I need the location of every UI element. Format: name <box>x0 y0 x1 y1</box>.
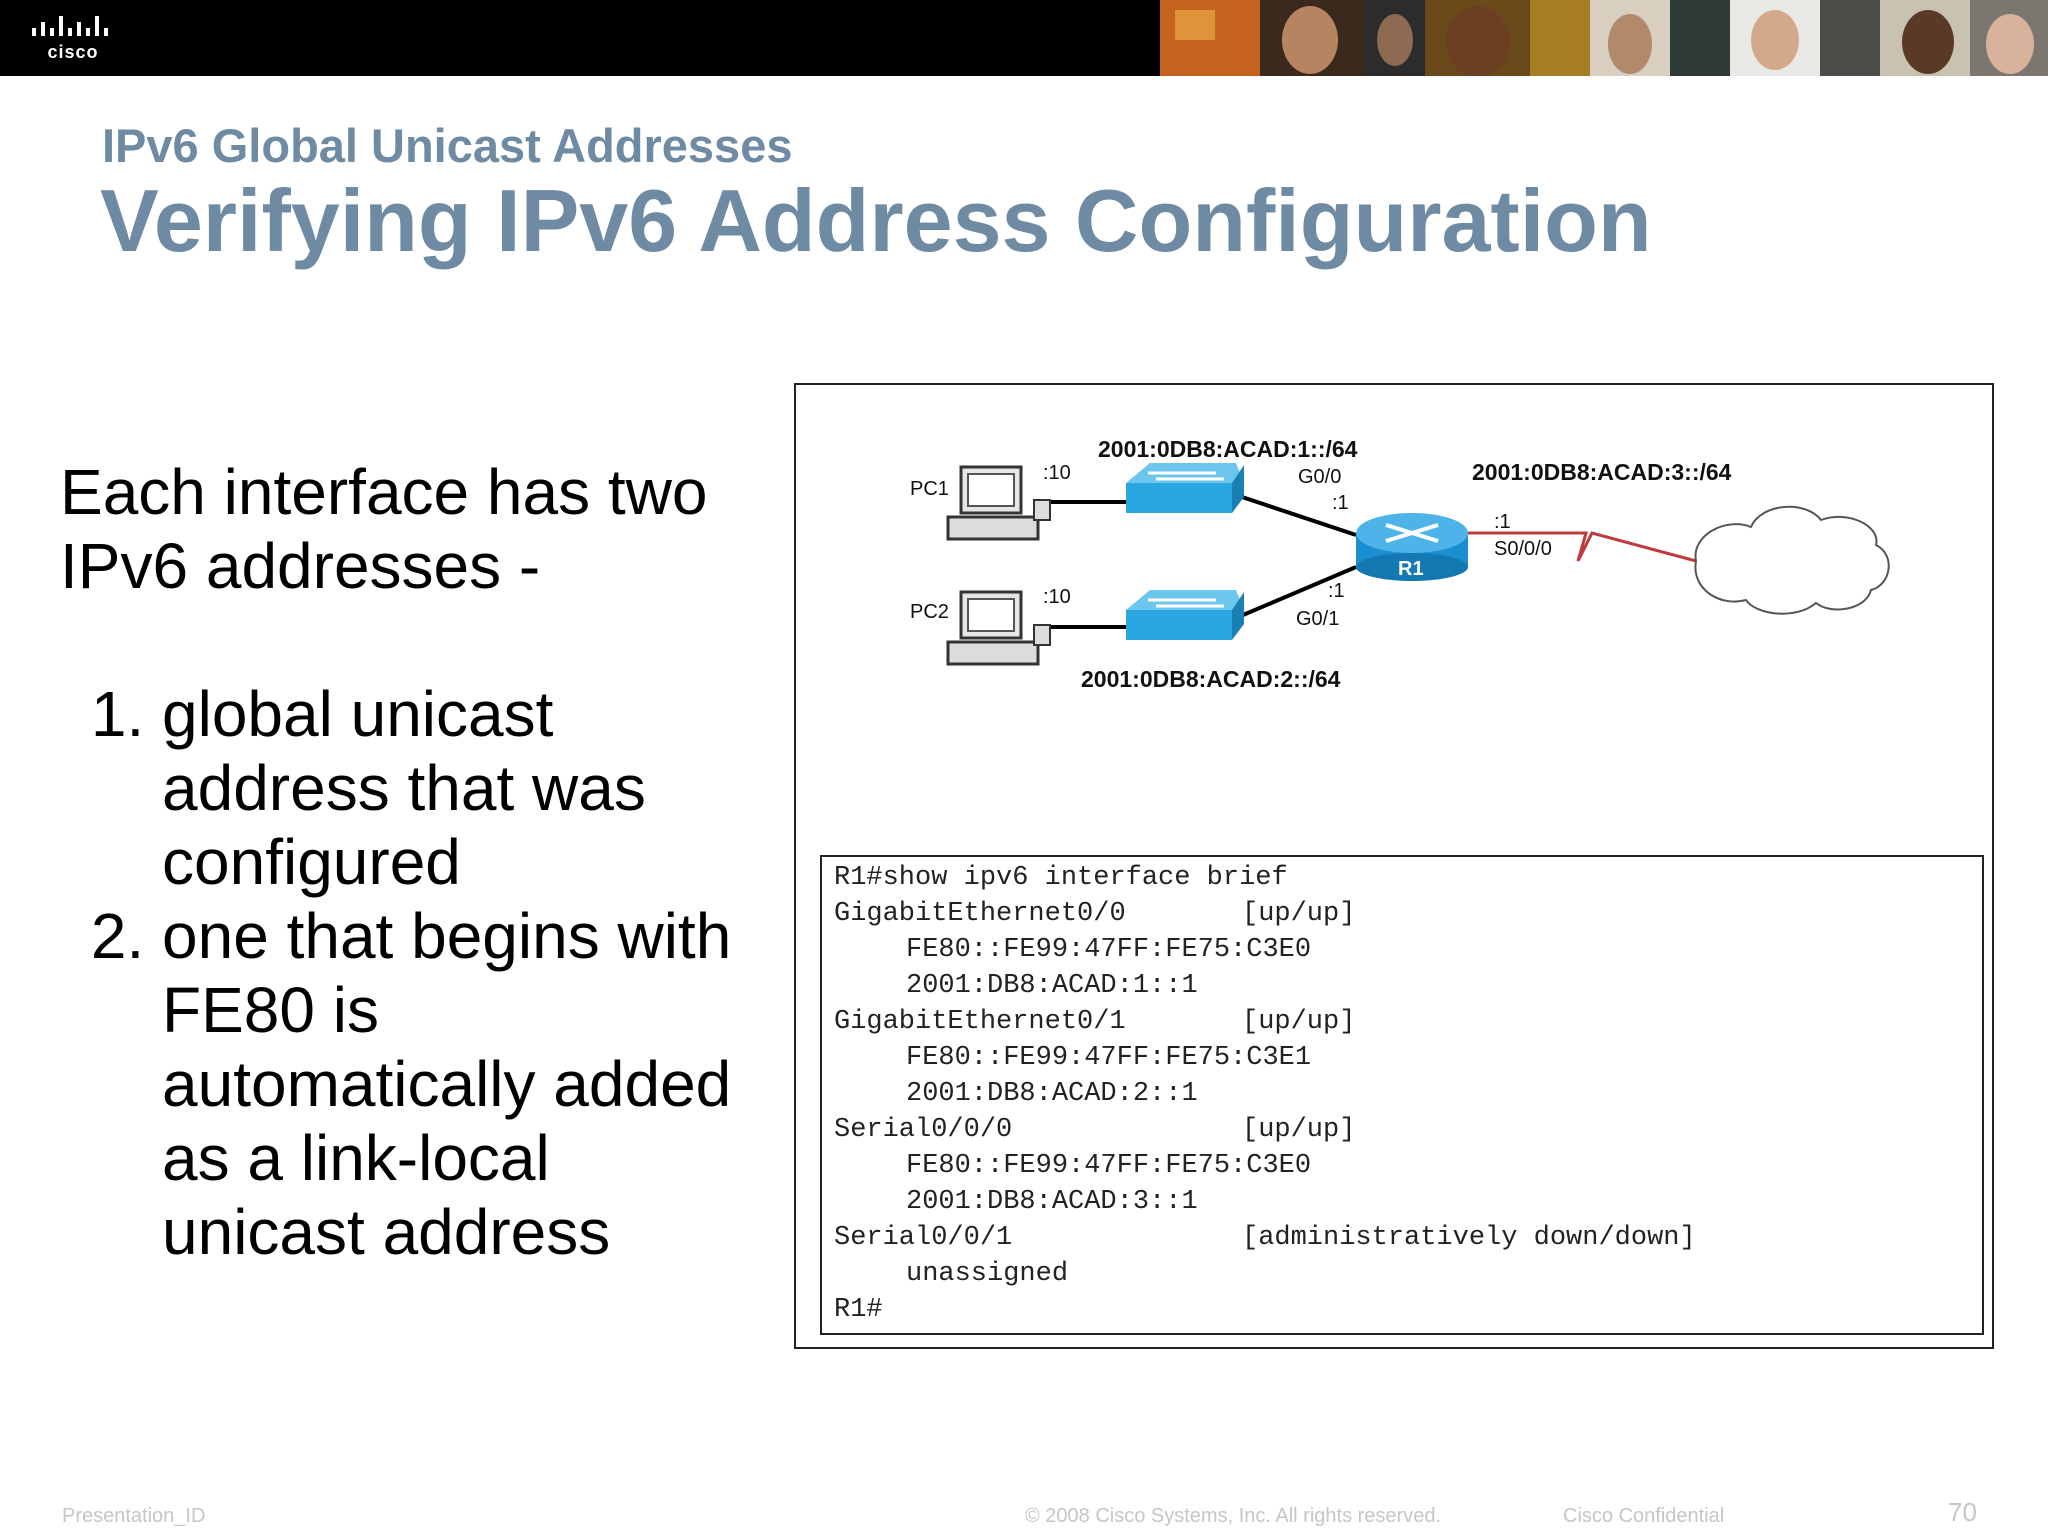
topology-diagram: R1 2001:0DB8:ACAD:1::/64 2001:0DB8:ACAD:… <box>910 436 1890 692</box>
switch1-router-link <box>1235 493 1357 537</box>
lan1-network-label: 2001:0DB8:ACAD:1::/64 <box>1098 436 1358 462</box>
g00-label: G0/0 <box>1298 466 1341 488</box>
pc2-host-id: :10 <box>1043 586 1071 608</box>
cisco-logo: cisco <box>28 12 128 68</box>
cli-address: 2001:DB8:ACAD:2::1 <box>906 1079 1198 1109</box>
switch2-router-link <box>1235 565 1357 620</box>
pc1-label: PC1 <box>910 478 949 500</box>
figure-frame: R1 2001:0DB8:ACAD:1::/64 2001:0DB8:ACAD:… <box>794 383 1994 1349</box>
g01-label: G0/1 <box>1296 608 1339 630</box>
wan-cloud-icon <box>1694 505 1890 615</box>
switch1-icon[interactable] <box>1126 463 1244 513</box>
router-label: R1 <box>1398 558 1424 580</box>
s000-host-id: :1 <box>1494 511 1511 533</box>
slide-body: Each interface has two IPv6 addresses - … <box>60 455 760 1269</box>
list-item: global unicast address that was configur… <box>162 677 760 899</box>
footer-presentation-id: Presentation_ID <box>62 1505 206 1527</box>
pc2-label: PC2 <box>910 601 949 623</box>
pc1-icon[interactable] <box>946 465 1051 541</box>
page-number: 70 <box>1948 1497 1977 1527</box>
cli-address: unassigned <box>906 1259 1069 1289</box>
intro-text: Each interface has two IPv6 addresses - <box>60 456 708 602</box>
cli-address: FE80::FE99:47FF:FE75:C3E0 <box>906 1151 1312 1181</box>
cli-address: 2001:DB8:ACAD:1::1 <box>906 971 1198 1001</box>
cli-interface-name: Serial0/0/0 <box>834 1115 1013 1145</box>
g00-host-id: :1 <box>1332 492 1349 514</box>
cli-address: FE80::FE99:47FF:FE75:C3E1 <box>906 1043 1312 1073</box>
cli-interface-state: [up/up] <box>1242 899 1356 929</box>
footer-copyright: © 2008 Cisco Systems, Inc. All rights re… <box>1025 1505 1442 1527</box>
cisco-wordmark: cisco <box>47 42 99 62</box>
s000-label: S0/0/0 <box>1494 538 1552 560</box>
wan-network-label: 2001:0DB8:ACAD:3::/64 <box>1472 459 1732 485</box>
g01-host-id: :1 <box>1328 580 1345 602</box>
cli-interface-name: GigabitEthernet0/0 <box>834 899 1126 929</box>
lan2-network-label: 2001:0DB8:ACAD:2::/64 <box>1081 666 1341 692</box>
pc2-icon[interactable] <box>946 590 1051 666</box>
cisco-bars-icon <box>32 16 108 36</box>
slide-subtitle: IPv6 Global Unicast Addresses <box>102 119 793 172</box>
header-photo-strip <box>1160 0 2048 76</box>
list-item: one that begins with FE80 is automatical… <box>162 899 760 1269</box>
cli-output-box: R1#show ipv6 interface brief GigabitEthe… <box>820 855 1984 1335</box>
header-bar: cisco <box>0 0 2048 76</box>
footer-confidential: Cisco Confidential <box>1563 1505 1725 1527</box>
cli-address: FE80::FE99:47FF:FE75:C3E0 <box>906 935 1312 965</box>
cli-command: R1#show ipv6 interface brief <box>834 863 1288 893</box>
address-list: global unicast address that was configur… <box>60 677 760 1269</box>
cli-address: 2001:DB8:ACAD:3::1 <box>906 1187 1198 1217</box>
switch2-icon[interactable] <box>1126 590 1244 640</box>
cli-prompt: R1# <box>834 1295 883 1325</box>
cli-interface-state: [administratively down/down] <box>1242 1223 1696 1253</box>
cli-interface-state: [up/up] <box>1242 1007 1356 1037</box>
router-r1-icon[interactable] <box>1356 513 1468 581</box>
cli-interface-state: [up/up] <box>1242 1115 1356 1145</box>
pc1-host-id: :10 <box>1043 462 1071 484</box>
cli-interface-name: Serial0/0/1 <box>834 1223 1013 1253</box>
slide-title: Verifying IPv6 Address Configuration <box>100 171 1652 270</box>
cli-interface-name: GigabitEthernet0/1 <box>834 1007 1126 1037</box>
